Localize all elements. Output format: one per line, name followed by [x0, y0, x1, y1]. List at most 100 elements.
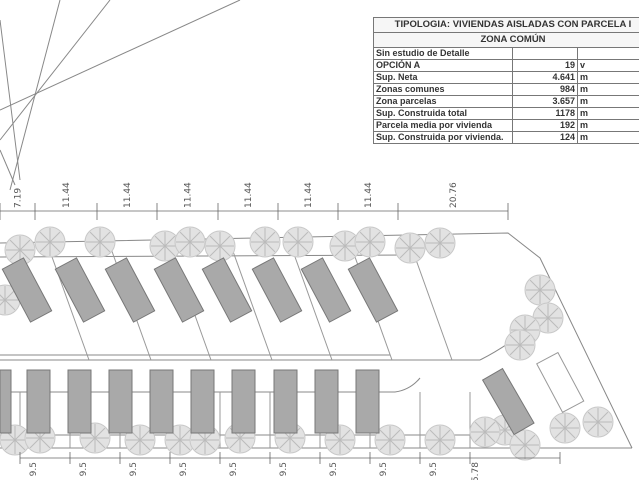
house — [149, 369, 174, 434]
tree-icon — [469, 416, 501, 448]
house — [1, 257, 53, 323]
tree-icon — [582, 406, 614, 438]
tree-icon — [424, 424, 456, 456]
house — [481, 367, 535, 436]
tree-icon — [282, 226, 314, 258]
tree-icon — [549, 412, 581, 444]
tree-icon — [354, 226, 386, 258]
lot-divider — [229, 242, 273, 361]
table-title-2: ZONA COMÚN — [373, 32, 639, 48]
lot-divider — [289, 242, 333, 361]
top-dimension-label: 20.76 — [449, 182, 459, 208]
bottom-dimension-label: 9.5 — [179, 462, 189, 476]
common-building — [536, 351, 585, 414]
top-dimension-label: 11.44 — [62, 182, 72, 208]
row-unit: v — [577, 59, 639, 72]
row-unit — [577, 47, 639, 60]
house — [201, 257, 253, 323]
row-value — [512, 47, 578, 60]
bottom-dimension-label: 15.78 — [471, 462, 481, 480]
tree-icon — [504, 329, 536, 361]
tree-icon — [249, 226, 281, 258]
dimension-lines: 7.19 11.44 11.44 11.44 11.44 11.44 11.44 20.76 9… — [0, 182, 561, 480]
tree-icon — [329, 230, 361, 262]
row-label: Sup. Construida total — [373, 107, 513, 120]
house — [153, 257, 205, 323]
tree-icon — [424, 227, 456, 259]
house — [355, 369, 380, 434]
house — [0, 369, 12, 434]
tree-icon — [34, 226, 66, 258]
row-value: 4.641 — [512, 71, 578, 84]
house — [231, 369, 256, 434]
bottom-dimension-label: 9.5 — [79, 462, 89, 476]
row-label: Parcela media por vivienda — [373, 119, 513, 132]
bottom-dimension-label: 9.5 — [129, 462, 139, 476]
top-dimension-label: 11.44 — [184, 182, 194, 208]
top-dimension-label: 11.44 — [304, 182, 314, 208]
bottom-dimension-label: 9.5 — [229, 462, 239, 476]
top-dimension-label: 11.44 — [364, 182, 374, 208]
tree-icon — [374, 424, 406, 456]
row-label: Sup. Neta — [373, 71, 513, 84]
row-value: 124 — [512, 131, 578, 144]
row-value: 1178 — [512, 107, 578, 120]
house — [314, 369, 339, 434]
row-value: 192 — [512, 119, 578, 132]
row-label: Zona parcelas — [373, 95, 513, 108]
house — [26, 369, 51, 434]
house — [273, 369, 298, 434]
row-unit: m — [577, 119, 639, 132]
tree-icon — [149, 230, 181, 262]
top-dimension-label: 11.44 — [123, 182, 133, 208]
house — [190, 369, 215, 434]
house — [251, 257, 303, 323]
house — [347, 257, 399, 323]
row-value: 984 — [512, 83, 578, 96]
row-unit: m — [577, 83, 639, 96]
trees — [0, 226, 614, 461]
bottom-dimension-label: 9.5 — [429, 462, 439, 476]
bottom-dimension-label: 9.5 — [29, 462, 39, 476]
row-unit: m — [577, 71, 639, 84]
row-value: 3.657 — [512, 95, 578, 108]
row-label: Sin estudio de Detalle — [373, 47, 513, 60]
row-label: OPCIÓN A — [373, 59, 513, 72]
tree-icon — [204, 230, 236, 262]
row-label: Sup. Construida por vivienda. — [373, 131, 513, 144]
row-label: Zonas comunes — [373, 83, 513, 96]
house — [300, 257, 352, 323]
lot-divider — [409, 242, 453, 361]
house — [108, 369, 133, 434]
bottom-dimension-label: 9.5 — [329, 462, 339, 476]
house — [104, 257, 156, 323]
house — [67, 369, 92, 434]
tree-icon — [394, 232, 426, 264]
house — [54, 257, 106, 323]
top-dimension-label: 7.19 — [14, 188, 24, 208]
table-title-1: TIPOLOGIA: VIVIENDAS AISLADAS CON PARCEL… — [373, 17, 639, 33]
bottom-dimension-label: 9.5 — [379, 462, 389, 476]
top-dimension-label: 11.44 — [244, 182, 254, 208]
tree-icon — [84, 226, 116, 258]
tree-icon — [524, 274, 556, 306]
tree-icon — [532, 302, 564, 334]
table-row: Sin estudio de Detalle — [373, 47, 639, 60]
row-unit: m — [577, 131, 639, 144]
row-unit: m — [577, 107, 639, 120]
houses — [0, 257, 585, 436]
bottom-dimension-label: 9.5 — [279, 462, 289, 476]
typology-table: TIPOLOGIA: VIVIENDAS AISLADAS CON PARCEL… — [373, 17, 639, 144]
lot-divider — [46, 242, 90, 361]
row-value: 19 — [512, 59, 578, 72]
tree-icon — [509, 429, 541, 461]
tree-icon — [174, 226, 206, 258]
